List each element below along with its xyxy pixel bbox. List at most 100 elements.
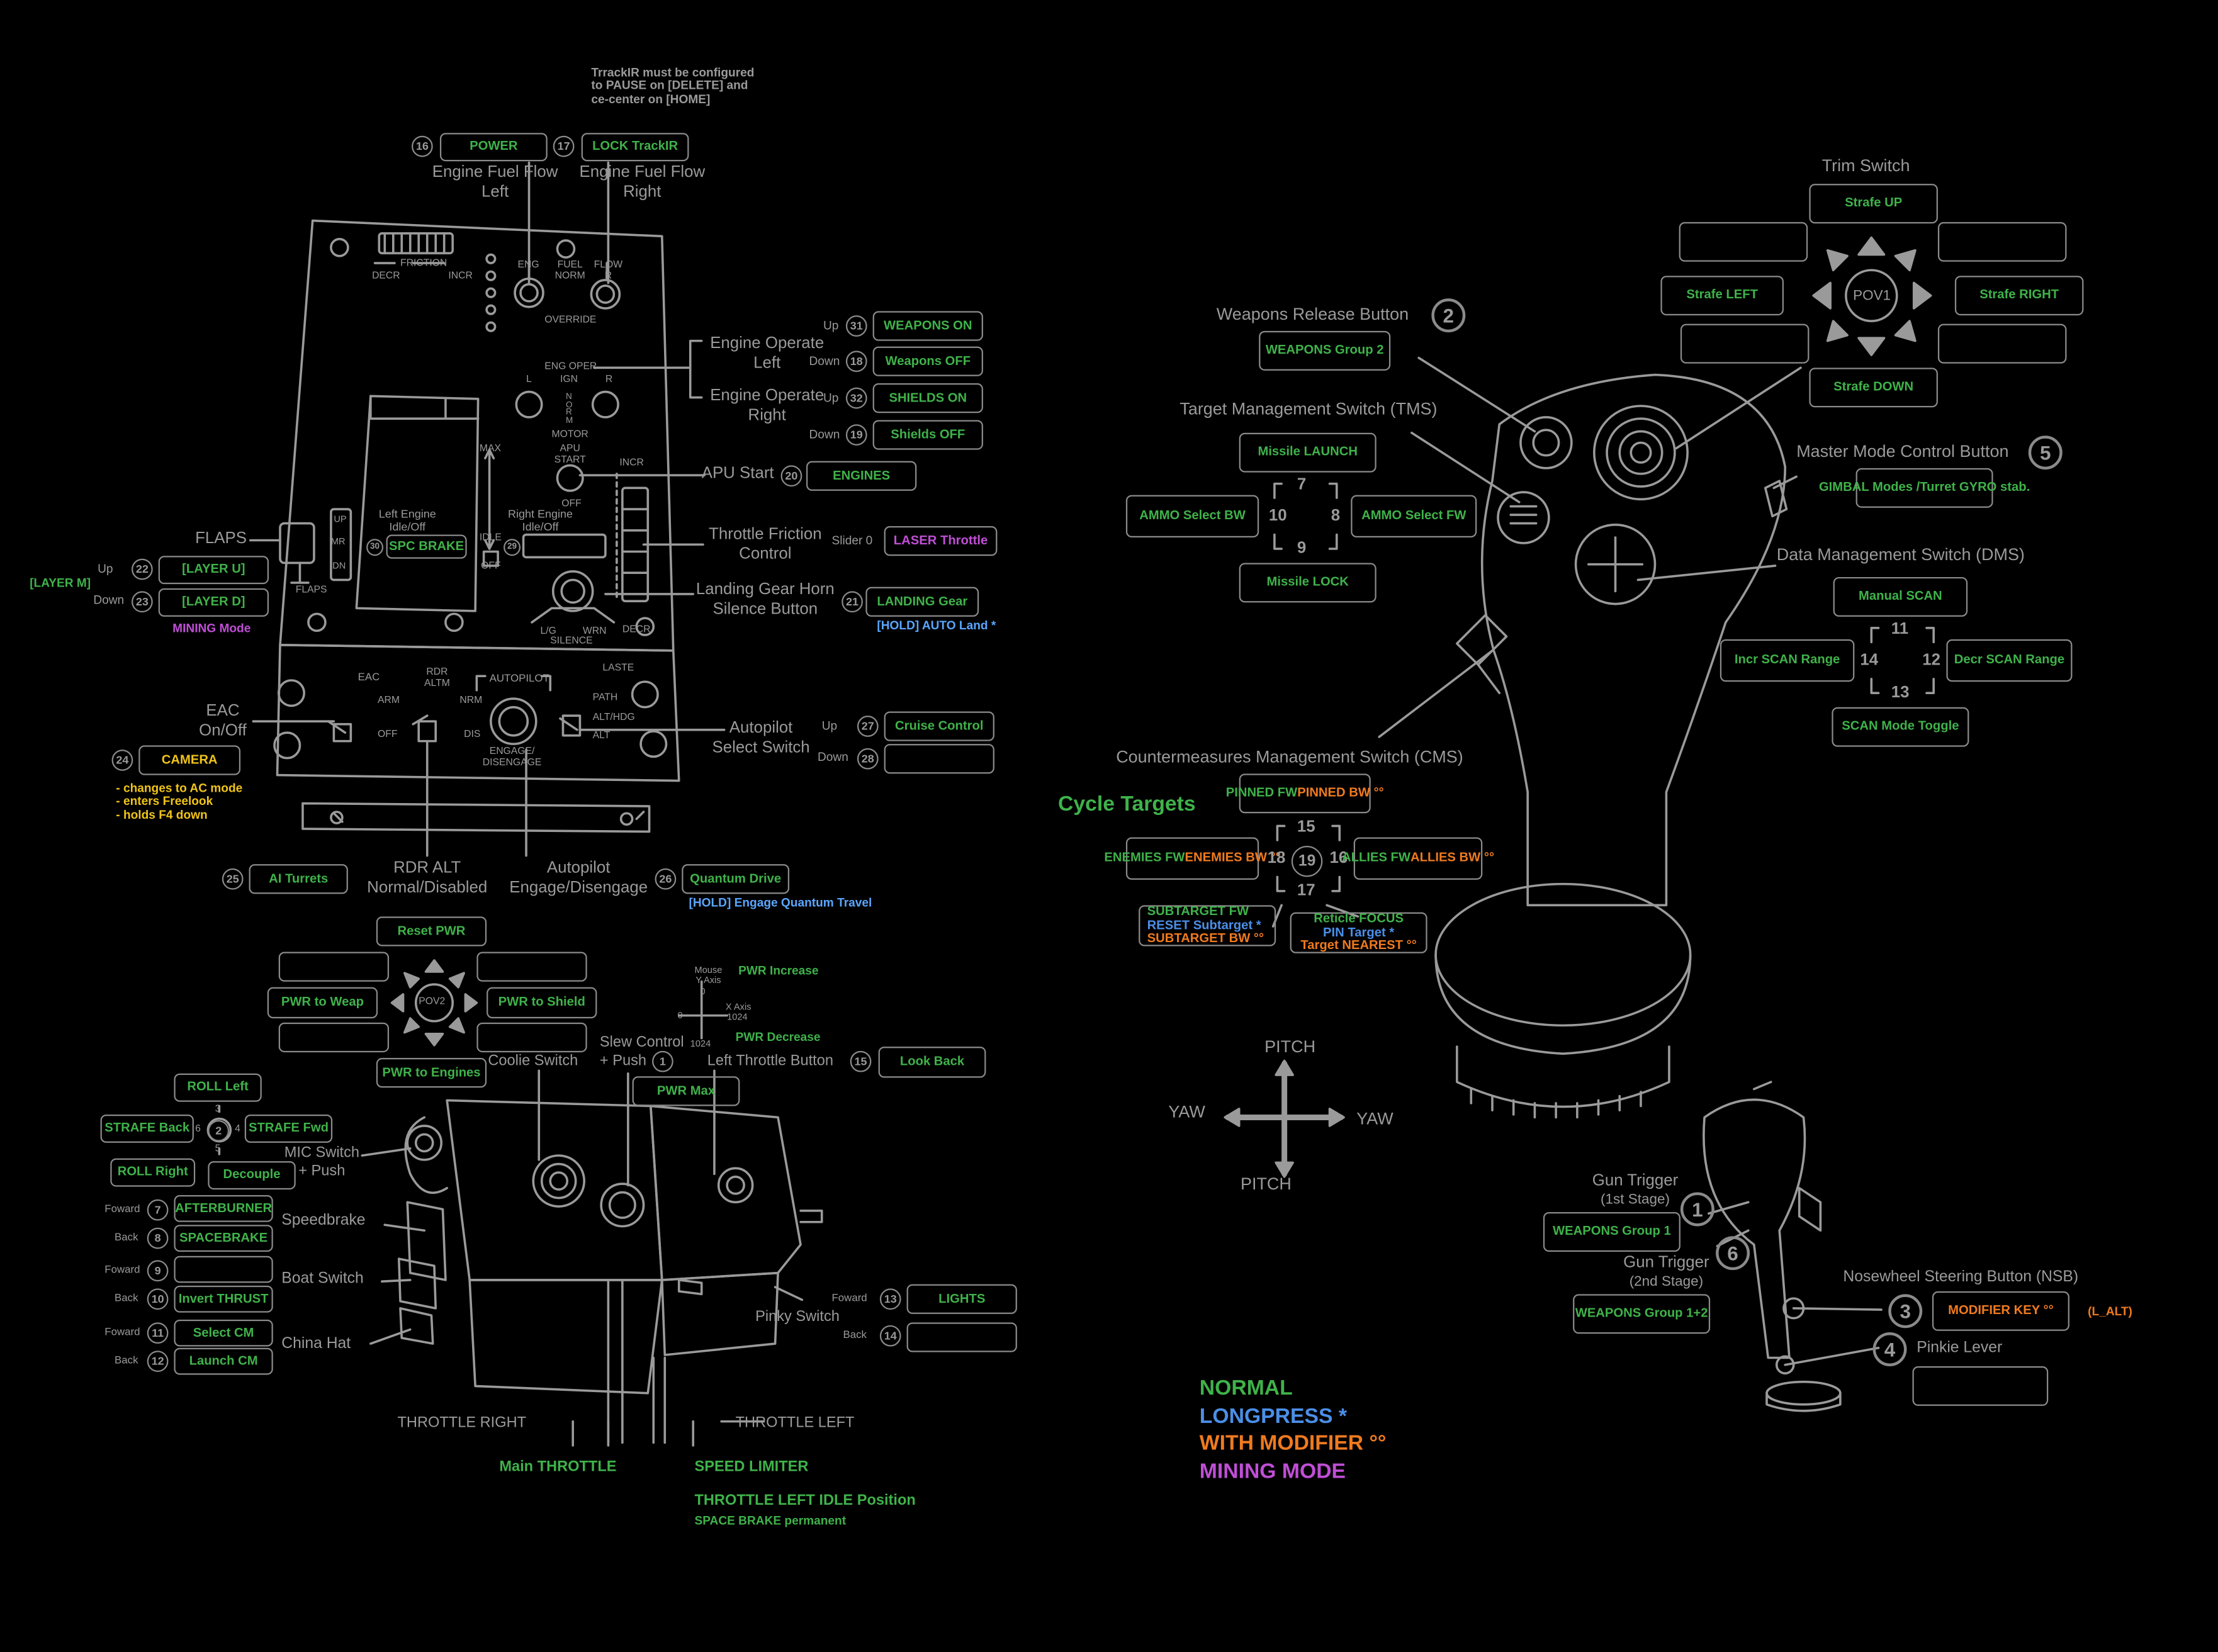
invert-thrust-button[interactable]: Invert THRUST: [174, 1286, 273, 1313]
missile-launch-button[interactable]: Missile LAUNCH: [1239, 433, 1376, 473]
label-line: Slew Control: [600, 1034, 684, 1052]
roll-left-button[interactable]: ROLL Left: [174, 1074, 261, 1102]
trim-switch-label: Trim Switch: [1822, 155, 1910, 176]
throttle-friction-label: Throttle FrictionControl: [702, 526, 829, 565]
strafe-back-button[interactable]: STRAFE Back: [101, 1115, 194, 1143]
weapons-group1-button[interactable]: WEAPONS Group 1: [1543, 1212, 1680, 1252]
pov2-empty-downright[interactable]: [476, 1023, 587, 1052]
spacebrake-button[interactable]: SPACEBRAKE: [174, 1225, 273, 1252]
decr-scan-range-button[interactable]: Decr SCAN Range: [1946, 639, 2072, 682]
panel-lg: L/G: [541, 627, 556, 638]
trackir-note-line: to PAUSE on [DELETE] and: [591, 80, 754, 93]
rdr-alt-label: RDR ALTNormal/Disabled: [359, 860, 495, 899]
scan-mode-toggle-button[interactable]: SCAN Mode Toggle: [1832, 707, 1969, 747]
badge-31: 31: [846, 315, 867, 337]
pitch-top-label: PITCH: [1264, 1037, 1315, 1057]
afterburner-button[interactable]: AFTERBURNER: [174, 1195, 273, 1222]
strafe-down-button[interactable]: Strafe DOWN: [1809, 368, 1938, 407]
layer-d-button[interactable]: [LAYER D]: [159, 588, 269, 617]
panel-wrn: WRN: [583, 627, 607, 638]
panel-motor: MOTOR: [551, 430, 588, 441]
pov2-empty-upright[interactable]: [476, 952, 587, 982]
ammo-select-fw-button[interactable]: AMMO Select FW: [1351, 495, 1477, 537]
strafe-up-button[interactable]: Strafe UP: [1809, 184, 1938, 223]
weapons-on-button[interactable]: WEAPONS ON: [873, 311, 983, 340]
ai-turrets-button[interactable]: AI Turrets: [249, 864, 348, 894]
label-line: Left: [424, 184, 566, 203]
cruise-control-button[interactable]: Cruise Control: [884, 711, 994, 741]
gimbal-line: GIMBAL Modes /: [1819, 481, 1920, 495]
empty-slot-button[interactable]: [884, 744, 994, 773]
panel-up: UP: [334, 515, 346, 525]
missile-lock-button[interactable]: Missile LOCK: [1239, 563, 1376, 602]
modifier-key-button[interactable]: MODIFIER KEY °°: [1932, 1291, 2069, 1331]
apu-start-label: APU Start: [702, 465, 774, 485]
strafe-left-button[interactable]: Strafe LEFT: [1660, 276, 1784, 315]
roll-right-button[interactable]: ROLL Right: [110, 1159, 195, 1187]
dms-12-label: 12: [1922, 652, 1940, 671]
enemies-button[interactable]: ENEMIES FWENEMIES BW °°: [1126, 837, 1259, 879]
power-button[interactable]: POWER: [440, 133, 548, 161]
camera-button[interactable]: CAMERA: [138, 745, 240, 775]
pwr-to-weap-button[interactable]: PWR to Weap: [267, 987, 378, 1018]
legend-mining: MINING MODE: [1200, 1458, 1387, 1485]
strafe-right-button[interactable]: Strafe RIGHT: [1955, 276, 2084, 315]
pov1-empty-upright[interactable]: [1938, 222, 2067, 262]
pov2-empty-upleft[interactable]: [279, 952, 389, 982]
quantum-drive-button[interactable]: Quantum Drive: [682, 864, 789, 894]
pinned-fw: PINNED FW: [1226, 787, 1297, 800]
reset-pwr-button[interactable]: Reset PWR: [376, 916, 487, 946]
engines-button[interactable]: ENGINES: [806, 461, 916, 491]
allies-bw: ALLIES BW °°: [1410, 852, 1494, 865]
pinned-button[interactable]: PINNED FWPINNED BW °°: [1239, 773, 1371, 813]
ammo-select-bw-button[interactable]: AMMO Select BW: [1126, 495, 1259, 537]
mouse-zero-top: 0: [700, 987, 705, 997]
weapons-off-button[interactable]: Weapons OFF: [873, 347, 983, 376]
left-throttle-button-label: Left Throttle Button: [707, 1052, 833, 1070]
gun-trigger-2-label: Gun Trigger(2nd Stage): [1610, 1254, 1723, 1291]
shields-off-button[interactable]: Shields OFF: [873, 420, 983, 449]
allies-button[interactable]: ALLIES FWALLIES BW °°: [1354, 837, 1483, 879]
pov1-empty-upleft[interactable]: [1679, 222, 1808, 262]
foward-label: Foward: [104, 1264, 140, 1276]
label-line: EAC: [184, 703, 262, 722]
label-line: Left: [710, 355, 824, 374]
pinky-empty-button[interactable]: [907, 1322, 1017, 1352]
gimbal-modes-button[interactable]: GIMBAL Modes /Turret GYRO stab.: [1856, 468, 1993, 508]
pinkie-lever-empty-button[interactable]: [1912, 1366, 2048, 1406]
label-line: Right: [571, 184, 713, 203]
label-line: On/Off: [184, 722, 262, 742]
subtarget-button[interactable]: SUBTARGET FWRESET Subtarget *SUBTARGET B…: [1139, 905, 1276, 946]
reticle-focus-button[interactable]: Reticle FOCUSPIN Target *Target NEAREST …: [1290, 913, 1427, 953]
lights-button[interactable]: LIGHTS: [907, 1284, 1017, 1314]
layer-u-button[interactable]: [LAYER U]: [159, 556, 269, 584]
boat-empty-button[interactable]: [174, 1256, 273, 1283]
pov1-empty-downleft[interactable]: [1680, 324, 1810, 364]
weapons-group12-button[interactable]: WEAPONS Group 1+2: [1573, 1294, 1710, 1334]
look-back-button[interactable]: Look Back: [879, 1047, 986, 1077]
badge-15: 15: [850, 1051, 872, 1072]
spc-brake-button[interactable]: SPC BRAKE: [386, 535, 467, 559]
decouple-button[interactable]: Decouple: [208, 1161, 295, 1189]
incr-scan-range-button[interactable]: Incr SCAN Range: [1720, 639, 1855, 682]
panel-friction: FRICTION: [400, 259, 447, 269]
panel-line: R: [587, 271, 629, 282]
up-label: Up: [823, 320, 838, 333]
launch-cm-button[interactable]: Launch CM: [174, 1348, 273, 1375]
manual-scan-button[interactable]: Manual SCAN: [1833, 577, 1968, 617]
pwr-to-shield-button[interactable]: PWR to Shield: [487, 987, 597, 1018]
pov1-empty-downright[interactable]: [1938, 324, 2067, 364]
strafe-fwd-button[interactable]: STRAFE Fwd: [245, 1115, 332, 1143]
laser-throttle-button[interactable]: LASER Throttle: [884, 526, 998, 556]
landing-gear-button[interactable]: LANDING Gear: [865, 587, 979, 617]
badge-26: 26: [655, 868, 677, 890]
weapons-group2-button[interactable]: WEAPONS Group 2: [1259, 331, 1390, 371]
pwr-max-button[interactable]: PWR Max: [633, 1076, 740, 1106]
lock-trackir-button[interactable]: LOCK TrackIR: [582, 133, 689, 161]
select-cm-button[interactable]: Select CM: [174, 1320, 273, 1347]
main-throttle-label: Main THROTTLE: [499, 1458, 616, 1476]
pwr-to-engines-button[interactable]: PWR to Engines: [376, 1058, 487, 1087]
badge-13-throttle: 13: [880, 1288, 901, 1310]
pov2-empty-downleft[interactable]: [279, 1023, 389, 1052]
shields-on-button[interactable]: SHIELDS ON: [873, 383, 983, 413]
